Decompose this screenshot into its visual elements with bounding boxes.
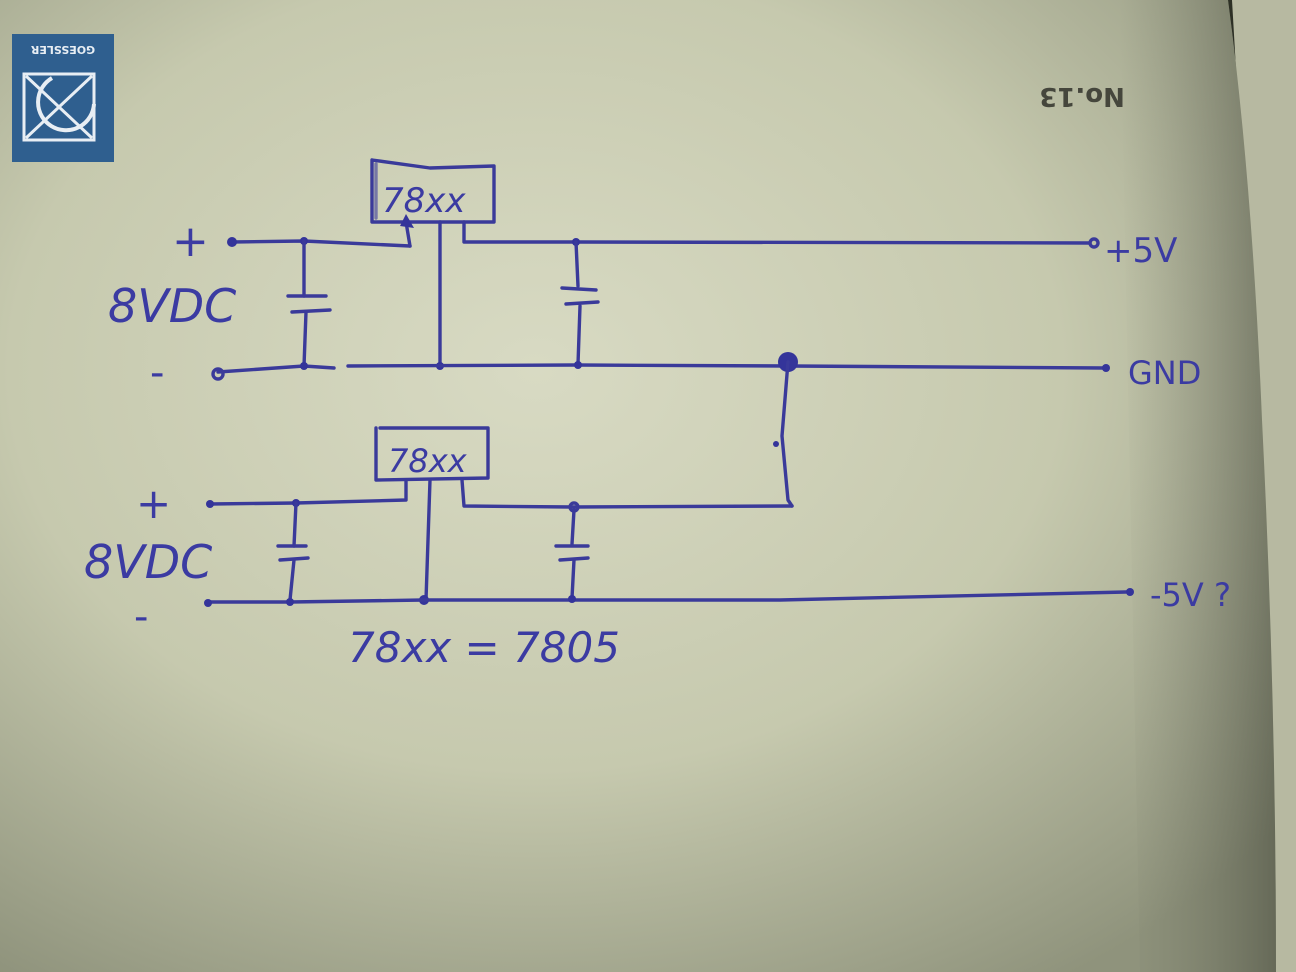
regulator-label-top: 78xx xyxy=(382,181,466,221)
goessler-logo: GOESSLER xyxy=(12,34,114,162)
regulator-note: 78xx = 7805 xyxy=(348,623,620,672)
output-label-ground: GND xyxy=(1128,354,1201,392)
minus-sign-top: - xyxy=(150,350,164,396)
input-terminal-minus-top xyxy=(211,367,225,381)
junction-dot xyxy=(286,598,294,606)
brand-text: GOESSLER xyxy=(30,43,95,56)
page-number: No.13 xyxy=(1039,81,1125,111)
junction-dot xyxy=(568,595,576,603)
output-label-positive: +5V xyxy=(1104,231,1177,271)
regulator-box-bottom xyxy=(374,426,490,482)
capacitor-plate xyxy=(564,300,600,306)
paper-shadow xyxy=(1120,0,1276,972)
svg-text:No.13: No.13 xyxy=(1039,81,1125,111)
input-terminal-plus-bottom xyxy=(206,500,214,508)
minus-sign-bottom: - xyxy=(134,594,148,640)
output-terminal-negative xyxy=(1126,588,1134,596)
output-label-negative: -5V ? xyxy=(1150,576,1231,614)
junction-dot xyxy=(574,361,582,369)
ground-link-wire xyxy=(780,360,794,508)
plus-sign-bottom: + xyxy=(136,479,171,528)
capacitor-plate xyxy=(290,308,332,314)
junction-dot xyxy=(300,362,308,370)
bottom-circuit: 78xx + 8VDC -5V ? - xyxy=(84,426,1231,640)
output-terminal-ground xyxy=(1102,364,1110,372)
capacitor-plate xyxy=(560,286,598,292)
junction-dot xyxy=(773,441,779,447)
input-voltage-bottom: 8VDC xyxy=(84,535,212,589)
plus-sign-top: + xyxy=(172,216,209,267)
logo-swirl xyxy=(36,76,96,133)
input-terminal-minus-bottom xyxy=(204,599,212,607)
input-terminal-plus-top xyxy=(227,237,237,247)
top-circuit: 78xx + 8VDC +5V GND xyxy=(108,158,1201,396)
regulator-box-top xyxy=(370,158,496,224)
output-terminal-positive xyxy=(1088,237,1100,249)
input-voltage-top: 8VDC xyxy=(108,279,236,333)
regulator-label-bottom: 78xx xyxy=(388,442,468,480)
